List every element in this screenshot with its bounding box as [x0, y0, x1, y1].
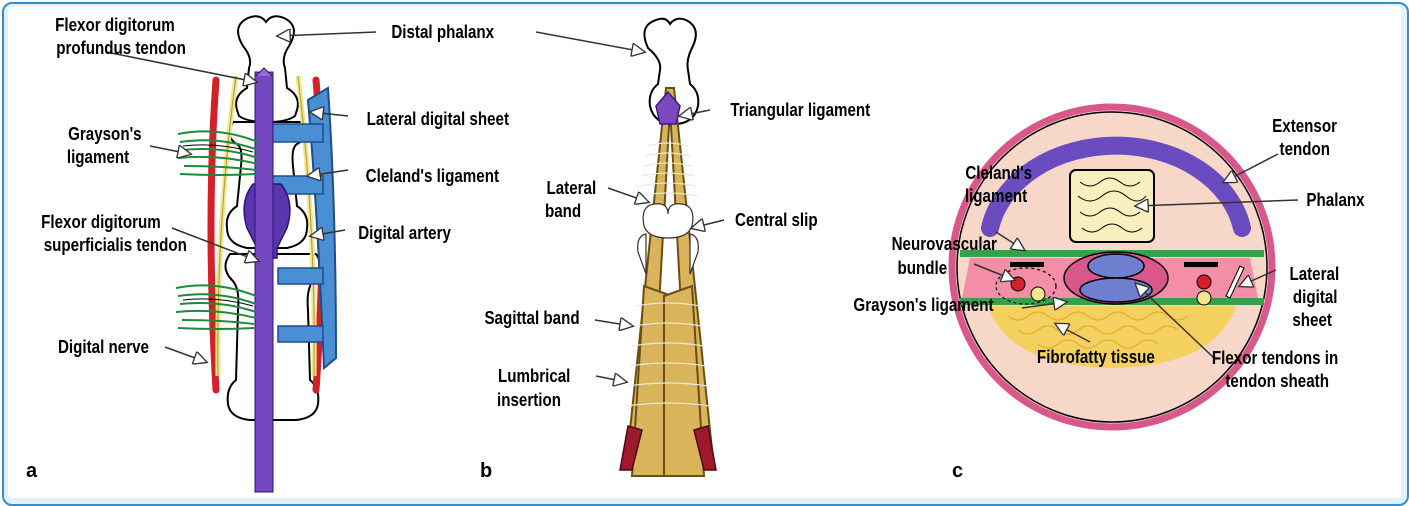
figure-canvas: Flexor digitorum profundus tendon Grayso… — [8, 6, 1401, 498]
label-fds-line2: superficialis tendon — [44, 235, 187, 256]
label-fdp-line2: profundus tendon — [56, 38, 186, 59]
label-fds-line1: Flexor digitorum — [41, 212, 161, 233]
label-sagittal-band: Sagittal band — [484, 308, 579, 329]
label-lateral-sheet-line3: sheet — [1292, 310, 1332, 331]
label-lumbrical-line2: insertion — [497, 390, 561, 411]
label-digital-nerve: Digital nerve — [58, 337, 149, 358]
anatomy-figure: Flexor digitorum profundus tendon Grayso… — [8, 6, 1401, 498]
clelands-ligament-a3 — [278, 268, 323, 284]
label-lateral-digital-sheet: Lateral digital sheet — [367, 109, 510, 130]
label-graysons-line1: Grayson's — [68, 124, 142, 145]
flexor-tendon-top — [1088, 254, 1144, 278]
clelands-ligament-a4 — [278, 326, 323, 342]
panel-letter-b: b — [480, 460, 492, 482]
label-graysons-c: Grayson's ligament — [853, 295, 993, 316]
label-fibrofatty: Fibrofatty tissue — [1037, 347, 1155, 368]
label-extensor-line1: Extensor — [1272, 116, 1337, 137]
label-distal-phalanx: Distal phalanx — [391, 22, 494, 43]
label-flexor-line1: Flexor tendons in — [1212, 348, 1338, 369]
label-central-slip: Central slip — [735, 210, 818, 231]
label-lateral-sheet-line1: Lateral — [1289, 264, 1339, 285]
label-nvb-line1: Neurovascular — [892, 234, 998, 255]
label-phalanx: Phalanx — [1306, 190, 1365, 211]
label-lateral-band-line1: Lateral — [546, 178, 596, 199]
panel-letter-a: a — [26, 460, 38, 482]
label-clelands-c-line2: ligament — [965, 186, 1028, 207]
label-flexor-line2: tendon sheath — [1225, 371, 1329, 392]
panel-letter-c: c — [952, 460, 963, 482]
panel-a: Flexor digitorum profundus tendon Grayso… — [26, 15, 509, 492]
label-digital-artery: Digital artery — [358, 223, 451, 244]
label-graysons-line2: ligament — [67, 147, 130, 168]
label-clelands-c-line1: Cleland's — [965, 163, 1032, 184]
label-lumbrical-line1: Lumbrical — [498, 366, 570, 387]
label-fdp-line1: Flexor digitorum — [55, 15, 175, 36]
label-lateral-band-line2: band — [545, 201, 581, 222]
label-extensor-line2: tendon — [1280, 139, 1331, 160]
flexor-tendon-bottom — [1080, 278, 1152, 302]
digital-artery-left — [211, 80, 216, 390]
label-triangular-ligament: Triangular ligament — [730, 100, 870, 121]
label-clelands-ligament: Cleland's ligament — [366, 166, 500, 187]
fdp-tendon-a — [255, 72, 273, 492]
middle-joint-b — [643, 204, 693, 238]
panel-c: Extensor tendon Cleland's ligament Phala… — [853, 107, 1365, 482]
panel-b: Triangular ligament Lateral band Central… — [480, 19, 871, 482]
label-lateral-sheet-line2: digital — [1293, 287, 1338, 308]
label-nvb-line2: bundle — [897, 258, 947, 279]
